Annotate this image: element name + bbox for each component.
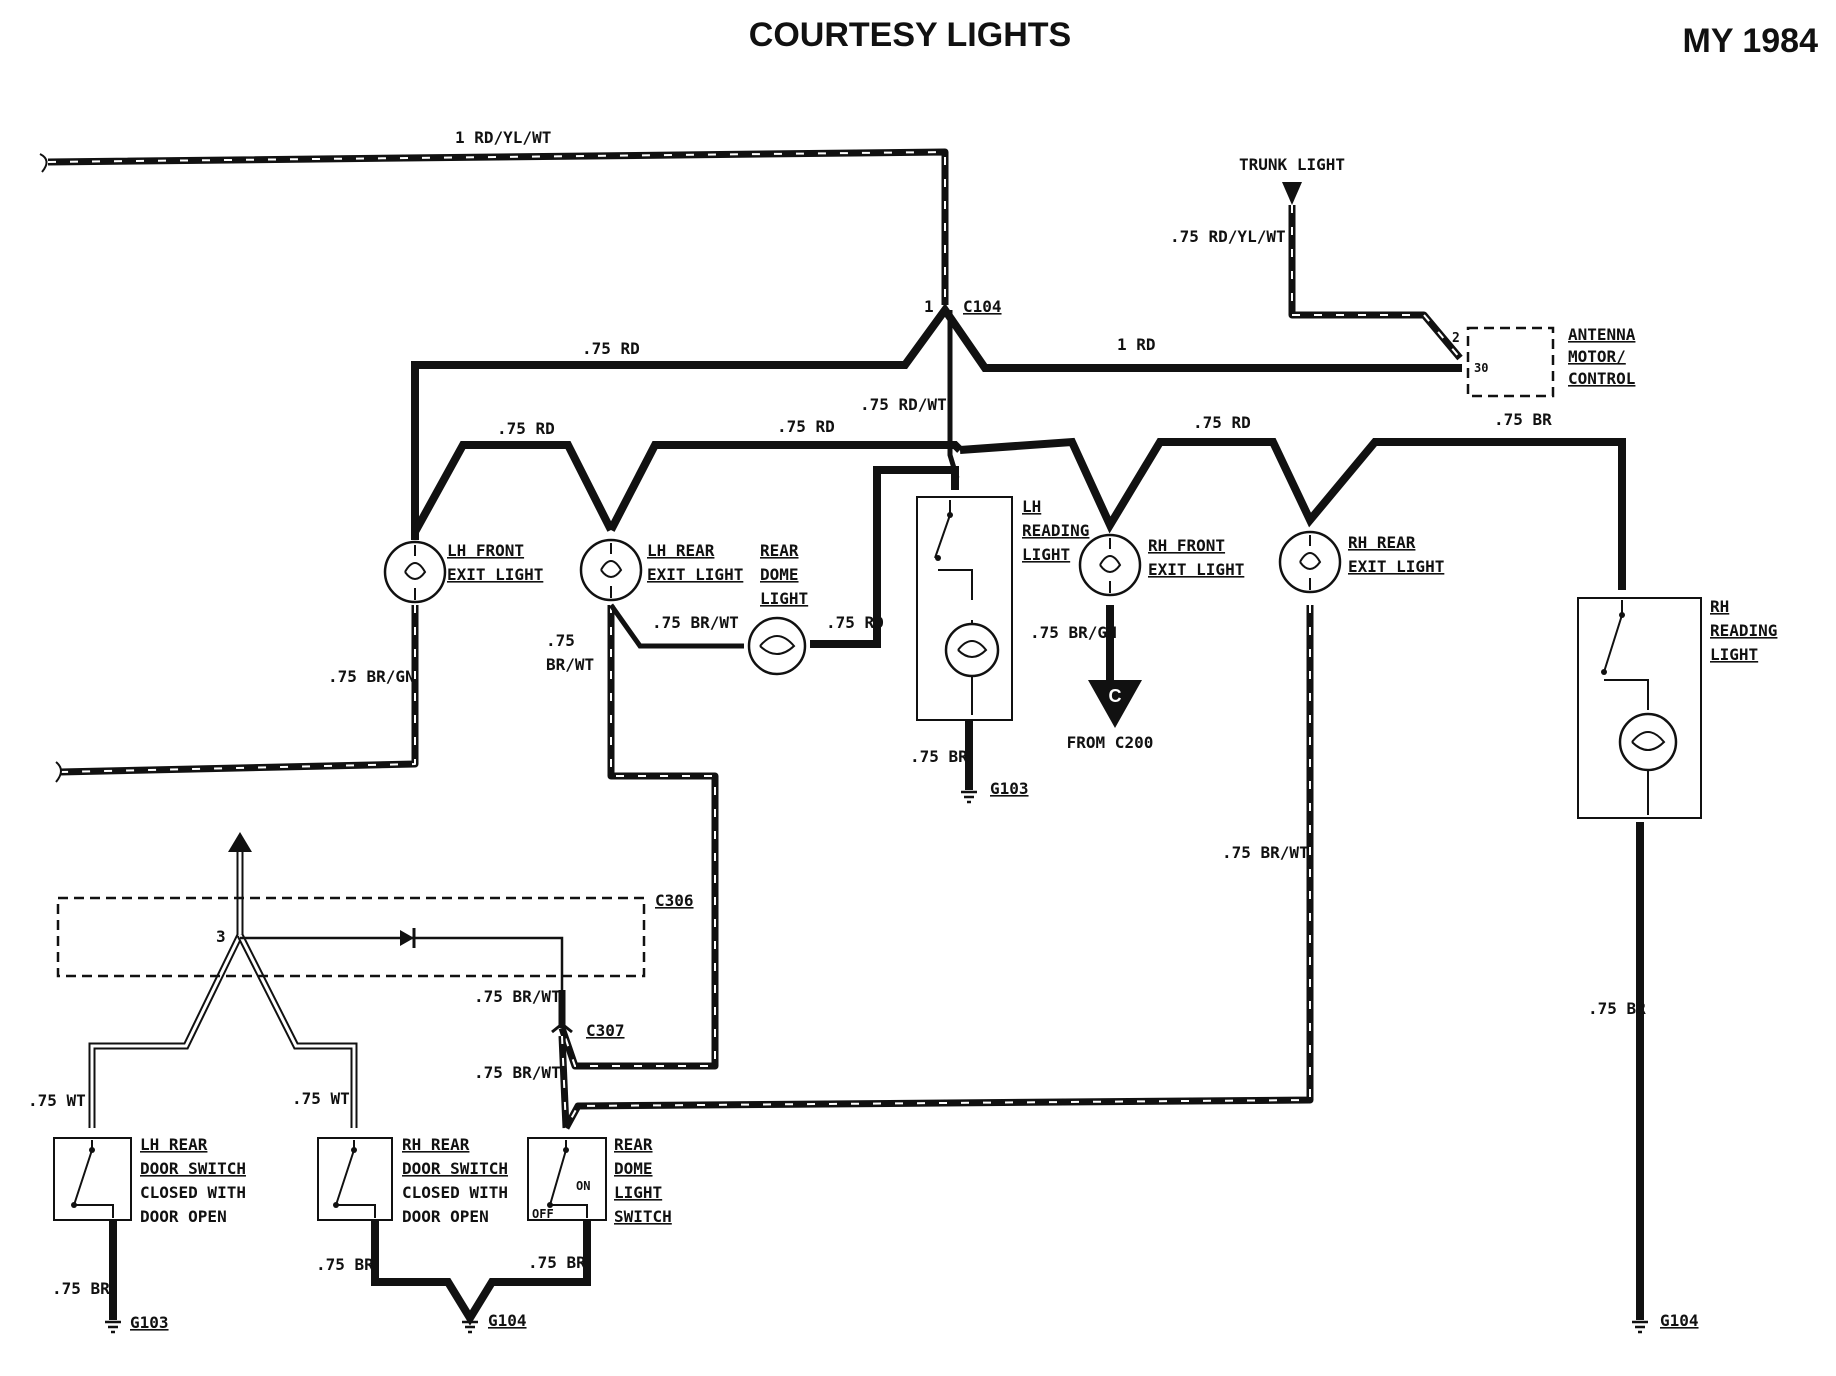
wire-lh-door-wt: .75 WT xyxy=(28,1091,86,1110)
rh-front-exit-light: RH FRONT EXIT LIGHT xyxy=(1078,533,1244,597)
lh-door-label-2: DOOR SWITCH xyxy=(140,1159,246,1178)
model-year: MY 1984 xyxy=(1683,22,1819,60)
white-wires xyxy=(88,832,358,1128)
wire-rh-reading-ground: .75 BR xyxy=(1588,999,1646,1018)
wire-rh-door-ground: .75 BR xyxy=(316,1255,374,1274)
rh-rear-door-switch: RH REAR DOOR SWITCH CLOSED WITH DOOR OPE… xyxy=(317,1135,508,1226)
rh-rear-exit-label-2: EXIT LIGHT xyxy=(1348,557,1444,576)
wire-lh-front-rear: .75 RD xyxy=(497,419,555,438)
wire-c104-antenna: 1 RD xyxy=(1117,335,1156,354)
rh-rear-exit-label-1: RH REAR xyxy=(1348,533,1416,552)
wire-lh-rear-ground-b: BR/WT xyxy=(546,655,594,674)
wire-c307-lower: .75 BR/WT xyxy=(474,1063,561,1082)
ground-symbols: G103 G103 G104 G104 xyxy=(105,779,1699,1334)
dome-switch-label-4: SWITCH xyxy=(614,1207,672,1226)
lh-front-exit-label-1: LH FRONT xyxy=(447,541,524,560)
rh-door-label-2: DOOR SWITCH xyxy=(402,1159,508,1178)
from-c200-label: FROM C200 xyxy=(1067,733,1154,752)
rh-door-label-3: CLOSED WITH xyxy=(402,1183,508,1202)
c306-label: C306 xyxy=(655,891,694,910)
wire-rh-door-wt: .75 WT xyxy=(292,1089,350,1108)
rh-front-exit-label-2: EXIT LIGHT xyxy=(1148,560,1244,579)
c104-pin: 1 xyxy=(924,297,934,316)
rear-dome-label-1: REAR xyxy=(760,541,799,560)
wire-c104-lh-reading: .75 RD/WT xyxy=(860,395,947,414)
wire-rh-reading-feed: .75 BR xyxy=(1494,410,1552,429)
g103-upper-label: G103 xyxy=(990,779,1029,798)
wire-lh-door-ground: .75 BR xyxy=(52,1279,110,1298)
wire-top-feed: 1 RD/YL/WT xyxy=(455,128,551,147)
diagram-title: COURTESY LIGHTS xyxy=(749,16,1071,54)
rear-dome-label-2: DOME xyxy=(760,565,799,584)
trunk-light: TRUNK LIGHT xyxy=(1239,155,1345,205)
dome-switch-label-2: DOME xyxy=(614,1159,653,1178)
lh-reading-label-1: LH xyxy=(1022,497,1041,516)
antenna-pin-30: 30 xyxy=(1474,361,1488,375)
rh-door-label-4: DOOR OPEN xyxy=(402,1207,489,1226)
c307-label: C307 xyxy=(586,1021,625,1040)
rear-dome-light: REAR DOME LIGHT xyxy=(747,541,808,676)
g104-center-label: G104 xyxy=(488,1311,527,1330)
lh-rear-door-switch: LH REAR DOOR SWITCH CLOSED WITH DOOR OPE… xyxy=(53,1135,246,1226)
lh-rear-exit-light: LH REAR EXIT LIGHT xyxy=(579,538,743,602)
c306-pin: 3 xyxy=(216,927,226,946)
rh-reading-light: RH READING LIGHT xyxy=(1577,597,1777,819)
solid-wires xyxy=(109,303,1644,1326)
striped-wires xyxy=(39,148,1463,1130)
lh-door-label-4: DOOR OPEN xyxy=(140,1207,227,1226)
antenna-pin-2: 2 xyxy=(1452,331,1460,346)
from-c200: C FROM C200 xyxy=(1067,680,1154,752)
wire-dome-right: .75 RD xyxy=(826,613,884,632)
dome-switch-label-3: LIGHT xyxy=(614,1183,662,1202)
rear-dome-light-switch: ON OFF REAR DOME LIGHT SWITCH xyxy=(527,1135,672,1226)
rh-reading-label-3: LIGHT xyxy=(1710,645,1758,664)
antenna-label-2: MOTOR/ xyxy=(1568,347,1626,366)
g103-lower-label: G103 xyxy=(130,1313,169,1332)
wire-labels: 1 RD/YL/WT .75 RD/YL/WT .75 RD 1 RD .75 … xyxy=(28,128,1646,1298)
rh-door-label-1: RH REAR xyxy=(402,1135,470,1154)
antenna-label-3: CONTROL xyxy=(1568,369,1635,388)
rear-dome-label-3: LIGHT xyxy=(760,589,808,608)
rh-front-exit-label-1: RH FRONT xyxy=(1148,536,1225,555)
lh-reading-light: LH READING LIGHT xyxy=(916,496,1089,721)
antenna-label-1: ANTENNA xyxy=(1568,325,1636,344)
rh-reading-label-2: READING xyxy=(1710,621,1777,640)
c-marker: C xyxy=(1109,686,1122,706)
rh-reading-label-1: RH xyxy=(1710,597,1729,616)
c306-connector: C306 3 xyxy=(56,891,694,990)
wire-rh-front-ground: .75 BR/GN xyxy=(1030,623,1117,642)
wire-lh-reading-ground: .75 BR xyxy=(910,747,968,766)
wire-lh-rear-rh-front: .75 RD xyxy=(777,417,835,436)
rh-rear-exit-light: RH REAR EXIT LIGHT xyxy=(1278,530,1444,594)
wire-c307-upper: .75 BR/WT xyxy=(474,987,561,1006)
lh-front-exit-light: LH FRONT EXIT LIGHT xyxy=(383,540,543,604)
dome-switch-on: ON xyxy=(576,1179,590,1193)
wire-dome-switch-ground: .75 BR xyxy=(528,1253,586,1272)
c104-connector: C104 1 xyxy=(924,297,1002,316)
lh-rear-exit-label-2: EXIT LIGHT xyxy=(647,565,743,584)
antenna-motor-control: 2 30 ANTENNA MOTOR/ CONTROL xyxy=(1452,325,1636,398)
wire-lh-rear-ground-a: .75 xyxy=(546,631,575,650)
wire-lh-front-c104: .75 RD xyxy=(582,339,640,358)
wire-trunk-feed: .75 RD/YL/WT xyxy=(1170,227,1286,246)
trunk-light-label: TRUNK LIGHT xyxy=(1239,155,1345,174)
lh-door-label-3: CLOSED WITH xyxy=(140,1183,246,1202)
lh-front-exit-label-2: EXIT LIGHT xyxy=(447,565,543,584)
g104-right-label: G104 xyxy=(1660,1311,1699,1330)
lh-rear-exit-label-1: LH REAR xyxy=(647,541,715,560)
wire-rh-front-rear: .75 RD xyxy=(1193,413,1251,432)
lh-reading-label-2: READING xyxy=(1022,521,1089,540)
dome-switch-label-1: REAR xyxy=(614,1135,653,1154)
dome-switch-off: OFF xyxy=(532,1207,554,1221)
wire-rh-rear-ground: .75 BR/WT xyxy=(1222,843,1309,862)
c307-connector: C307 xyxy=(551,1021,625,1040)
lh-reading-label-3: LIGHT xyxy=(1022,545,1070,564)
wire-dome-left: .75 BR/WT xyxy=(652,613,739,632)
lh-door-label-1: LH REAR xyxy=(140,1135,208,1154)
wire-lh-front-ground: .75 BR/GN xyxy=(328,667,415,686)
c104-label: C104 xyxy=(963,297,1002,316)
